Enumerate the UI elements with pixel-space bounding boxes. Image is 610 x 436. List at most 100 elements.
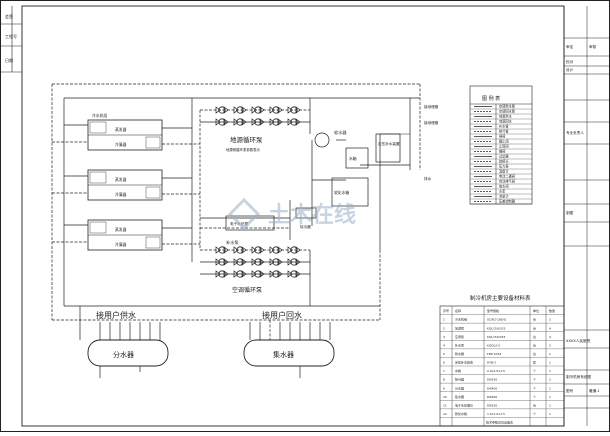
- chiller-2: 蒸发器 冷凝器: [87, 169, 163, 201]
- table-cell: 1: [549, 412, 551, 416]
- table-cell: 除污器: [455, 377, 464, 382]
- table-cell: 6: [443, 361, 445, 365]
- table-cell: 1.5x1.0x1.5: [487, 412, 505, 416]
- table-cell: 9: [443, 386, 445, 390]
- ground-pump-note: 地源侧循环泵参数表示: [226, 147, 261, 152]
- table-cell: DYB-2: [487, 361, 496, 365]
- legend-item: 压力表: [499, 164, 509, 169]
- table-cell: 4: [443, 343, 445, 347]
- table-cell: 4: [549, 326, 551, 330]
- table-cell: 8: [443, 378, 445, 382]
- chiller-2-label-b: 冷凝器: [115, 192, 127, 197]
- table-cell: 个: [533, 369, 536, 373]
- table-cell: 1: [549, 369, 551, 373]
- chiller-3-label: 蒸发器: [115, 227, 127, 232]
- svg-text:除污器: 除污器: [300, 224, 311, 229]
- table-cell: 补水泵: [455, 342, 464, 347]
- tb-row1-c: 设计: [566, 67, 574, 72]
- table-cell: 软水器: [455, 351, 464, 356]
- tb-row1-a: 审定: [566, 44, 574, 49]
- ground-pump-group: [215, 106, 301, 126]
- makeup-pump-label: 补水泵: [226, 239, 239, 246]
- table-cell: DN250: [487, 378, 497, 382]
- legend-item: 电动二通阀: [499, 174, 515, 179]
- table-cell: 水箱: [455, 368, 461, 373]
- table-cell: 1: [549, 395, 551, 399]
- table-cell: 10: [443, 395, 447, 399]
- table-cell: 1: [549, 352, 551, 356]
- chiller-2-label: 蒸发器: [115, 177, 127, 182]
- distributor: 分水器: [87, 339, 169, 367]
- table-cell: 11: [443, 403, 447, 407]
- collector: 集水器: [243, 339, 335, 367]
- chiller-3-label-b: 冷凝器: [115, 242, 127, 247]
- legend-item: 蝶阀: [499, 149, 505, 154]
- legend-item: 压差控制器: [499, 199, 516, 204]
- table-cell: 12: [443, 412, 447, 416]
- table-cell: 2: [549, 378, 551, 382]
- table-cell: 个: [533, 412, 536, 416]
- material-table-title: 制冷机房主要设备材料表: [470, 294, 531, 302]
- legend-item: 地源供水: [499, 114, 513, 119]
- ground-pump-label: 地源循环泵: [230, 135, 263, 144]
- table-cell: KQL150/315: [487, 335, 506, 339]
- table-cell: 冷水机组: [455, 317, 467, 322]
- table-cell: 软化水箱: [455, 411, 467, 416]
- table-cell: 台: [533, 402, 536, 407]
- legend-item: 补水管: [499, 124, 509, 129]
- svg-text:分水器: 分水器: [113, 350, 134, 359]
- legend: 图 例 表 空调供水管空调回水管地源供水地源回水补水管排污管闸阀截止阀止回阀蝶阀…: [469, 85, 533, 205]
- table-header-cell: 名称: [455, 308, 461, 313]
- table-header-cell: 型号规格: [487, 308, 499, 313]
- strip-label-3: 日期: [5, 57, 13, 63]
- table-cell: 4: [549, 335, 551, 339]
- watermark-text: 土木在线: [268, 202, 356, 228]
- dirt-separator: 除污器: [295, 207, 317, 229]
- left-strip: 会签 工程号 日期: [0, 6, 22, 73]
- chiller-3: 蒸发器 冷凝器: [87, 219, 163, 251]
- table-cell: 1: [443, 318, 445, 322]
- table-cell: 定压补水装置: [455, 360, 473, 365]
- table-cell: 2: [549, 343, 551, 347]
- table-header-cell: 序号: [443, 308, 449, 313]
- material-table: 制冷机房主要设备材料表 序号 名称 型号规格 单位 数量 1 冷水机组 SCW2-180/Q 台…: [439, 294, 565, 427]
- legend-item: 空调回水管: [499, 109, 515, 114]
- legend-item: 放水阀: [499, 184, 509, 189]
- user-return-label: 接用户回水: [262, 310, 302, 320]
- table-cell: 5: [443, 352, 445, 356]
- chiller-1-label: 蒸发器: [115, 127, 127, 132]
- tb-drawing-name: 制冷机房系统图: [566, 374, 592, 379]
- legend-title: 图 例 表: [482, 95, 500, 102]
- softened-tank: 软化水箱: [331, 177, 369, 207]
- piping: [51, 83, 421, 378]
- legend-item: 止回阀: [499, 144, 509, 149]
- table-header-cell: 单位: [533, 308, 539, 313]
- table-cell: 空调泵: [455, 334, 464, 339]
- table-cell: 个: [533, 395, 536, 399]
- ac-pump-label: 空调循环泵: [232, 286, 262, 294]
- svg-text:水箱: 水箱: [349, 156, 357, 161]
- tb-row2-c: 制图: [566, 210, 574, 215]
- table-cell: 1: [549, 386, 551, 390]
- table-cell: 集水器: [455, 394, 464, 399]
- table-cell: SCW2-180/Q: [487, 318, 507, 322]
- table-cell: DN250: [487, 403, 497, 407]
- svg-text:定压补水装置: 定压补水装置: [378, 141, 400, 146]
- legend-item: 流量计: [499, 194, 509, 199]
- legend-item: 自动排气阀: [499, 179, 515, 184]
- tb-scale: 图号: [566, 388, 574, 393]
- pressurization: 定压补水装置: [375, 133, 401, 163]
- table-cell: 地源泵: [455, 325, 464, 330]
- table-cell: 套: [533, 360, 536, 365]
- legend-item: 截止阀: [499, 139, 509, 144]
- table-footer: 技术参数详见设备表: [486, 420, 513, 425]
- strip-label-1: 会签: [5, 13, 13, 19]
- strip-label-2: 工程号: [5, 33, 17, 39]
- table-cell: DN400: [487, 395, 497, 399]
- table-header-cell: 数量: [549, 308, 555, 313]
- table-cell: FRP-1054: [487, 352, 501, 356]
- table-cell: 2: [443, 326, 445, 330]
- table-cell: 台: [533, 334, 536, 339]
